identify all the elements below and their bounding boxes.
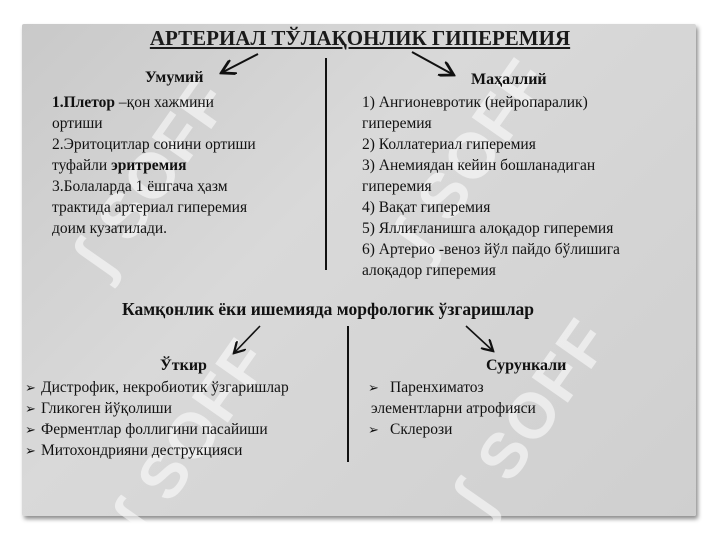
slide-background (22, 24, 696, 516)
arrowhead-bullet-icon: ➢ (25, 401, 36, 416)
arrow-to-acute (235, 325, 261, 352)
acute-item-text: Ферментлар фоллигини пасайиши (41, 421, 268, 438)
general-line: 2.Эритоцитлар сонини ортиши (52, 134, 256, 155)
general-line-bold: эритремия (111, 157, 187, 174)
local-line: 5) Яллиғланишга алоқадор гиперемия (362, 220, 614, 237)
local-line: 4) Вақат гиперемия (362, 199, 491, 216)
chronic-heading: Сурункали (486, 357, 567, 374)
acute-item: ➢ Дистрофик, некробиотик ўзгаришлар (25, 377, 289, 398)
general-line: 3.Болаларда 1 ёшгача ҳазм (52, 176, 256, 197)
general-heading: Умумий (145, 69, 204, 86)
local-list: 1) Ангионевротик (нейропаралик) гиперемия… (362, 92, 620, 281)
local-heading: Маҳаллий (471, 71, 547, 88)
arrow-to-chronic (465, 325, 492, 350)
general-line-text: 2.Эритоцитлар сонини ортиши (52, 136, 256, 153)
general-line-text: –қон хажмини (118, 94, 214, 111)
acute-item-text: Дистрофик, некробиотик ўзгаришлар (41, 379, 289, 396)
local-line: гиперемия (362, 178, 432, 195)
arrowhead-bullet-icon: ➢ (25, 380, 36, 395)
chronic-item: ➢ Паренхиматоз (368, 377, 536, 398)
chronic-item-text: Склерози (390, 421, 453, 438)
general-line-bold: 1.Плетор (52, 94, 119, 111)
acute-item: ➢ Ферментлар фоллигини пасайиши (25, 419, 289, 440)
general-line-text: ортиши (52, 115, 103, 132)
local-line: гиперемия (362, 115, 432, 132)
local-line: 3) Анемиядан кейин бошланадиган (362, 157, 596, 174)
chronic-item-continuation: элементларни атрофияси (371, 400, 536, 417)
arrowhead-bullet-icon: ➢ (368, 422, 379, 437)
arrow-to-local (411, 51, 452, 74)
arrowhead-bullet-icon: ➢ (368, 380, 379, 395)
acute-item: ➢ Митохондрияни деструкцияси (25, 440, 289, 461)
section-subtitle: Камқонлик ёки ишемияда морфологик ўзгари… (122, 299, 535, 319)
local-line: 6) Артерио -веноз йўл пайдо бўлишига (362, 241, 620, 258)
page-title: АРТЕРИАЛ ТЎЛАҚОНЛИК ГИПЕРЕМИЯ (149, 26, 571, 50)
general-line-text: туфайли (52, 157, 112, 174)
acute-item-text: Гликоген йўқолиши (41, 400, 172, 417)
general-line: ортиши (52, 113, 256, 134)
arrow-to-general (223, 53, 259, 72)
local-line: алоқадор гиперемия (362, 262, 496, 279)
acute-item: ➢ Гликоген йўқолиши (25, 398, 289, 419)
general-line-text: 3.Болаларда 1 ёшгача ҳазм (52, 178, 228, 195)
chronic-list: ➢ Паренхиматоз элементларни атрофияси ➢ Скле… (368, 377, 536, 440)
arrowhead-bullet-icon: ➢ (25, 422, 36, 437)
general-line: доим кузатилади. (52, 218, 256, 239)
general-list: 1.Плетор –қон хажмини ортиши 2.Эритоцитлар… (52, 92, 256, 239)
chronic-item-text: Паренхиматоз (390, 379, 484, 396)
acute-item-text: Митохондрияни деструкцияси (41, 442, 243, 459)
general-line: 1.Плетор –қон хажмини (52, 92, 256, 113)
general-line-text: трактида артериал гиперемия (52, 199, 248, 216)
chronic-item: ➢ Склерози (368, 419, 536, 440)
general-line: туфайли эритремия (52, 155, 256, 176)
acute-list: ➢ Дистрофик, некробиотик ўзгаришлар ➢ Глико… (25, 377, 289, 461)
general-line: трактида артериал гиперемия (52, 197, 256, 218)
local-line: 1) Ангионевротик (нейропаралик) (362, 94, 588, 111)
arrowhead-bullet-icon: ➢ (25, 443, 36, 458)
general-line-text: доим кузатилади. (52, 220, 168, 237)
local-line: 2) Коллатериал гиперемия (362, 136, 536, 153)
acute-heading: Ўткир (160, 357, 207, 374)
